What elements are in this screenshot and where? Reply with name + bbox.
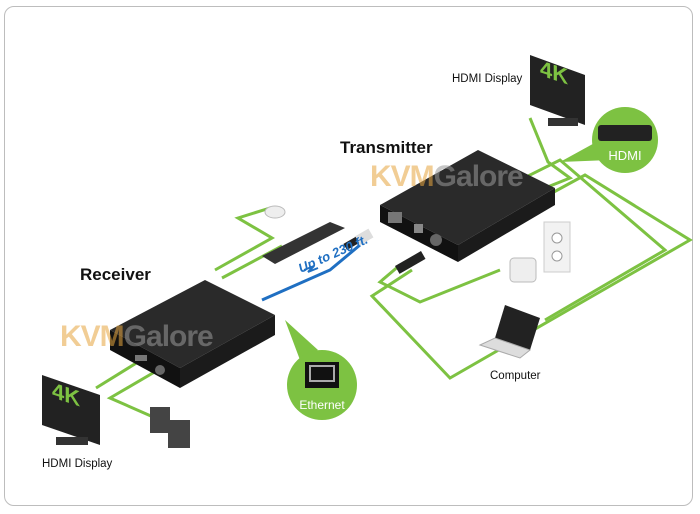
hdmi-badge-label: HDMI <box>608 148 642 163</box>
distance-break-icon <box>303 265 319 273</box>
transmitter-device <box>380 150 555 262</box>
cable-rx-to-hdmi-display <box>95 360 139 390</box>
computer-label: Computer <box>490 370 541 382</box>
power-adapter <box>509 257 537 283</box>
keyboard <box>262 222 345 264</box>
cable-tx-to-computer <box>369 173 693 380</box>
wall-outlet <box>543 221 571 273</box>
hdmi-display-tx-label: HDMI Display <box>452 73 523 85</box>
speakers <box>150 407 190 448</box>
hdmi-display-tx <box>530 55 585 126</box>
cable-computer-to-tx <box>499 158 668 322</box>
power-plug <box>395 251 426 274</box>
diagram-frame <box>4 6 693 506</box>
cable-rx-to-speakers <box>106 368 161 422</box>
cables <box>95 117 693 422</box>
watermark-tx: KVMGalore <box>370 160 524 193</box>
cable-rx-to-keyboard <box>214 206 276 272</box>
hdmi-display-rx-label: HDMI Display <box>42 458 113 470</box>
ethernet-badge <box>285 320 357 420</box>
hdmi-badge <box>560 107 658 173</box>
transmitter-title: Transmitter <box>340 138 433 157</box>
ethernet-badge-label: Ethernet <box>299 398 345 412</box>
laptop <box>478 305 540 359</box>
ethernet-cable <box>261 243 361 302</box>
cable-power <box>377 263 501 304</box>
receiver-title: Receiver <box>80 265 151 284</box>
hdmi-display-rx <box>42 375 100 445</box>
mouse <box>264 205 286 219</box>
receiver-device <box>110 280 275 388</box>
watermark-rx: KVMGalore <box>60 320 214 353</box>
rj45-connector <box>343 228 374 250</box>
